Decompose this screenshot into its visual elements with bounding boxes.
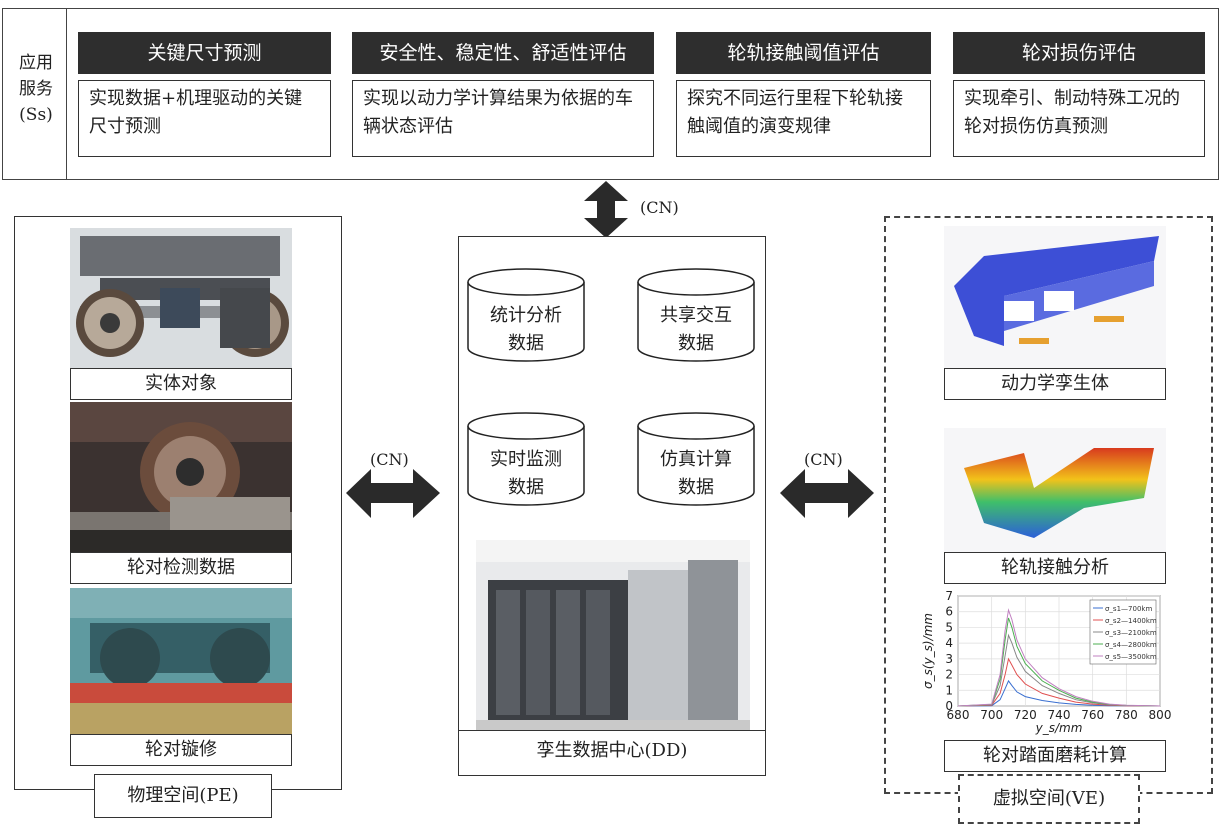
- bogie-photo: [70, 228, 292, 368]
- cylinder-2-line1: 共享交互: [660, 305, 732, 326]
- service-title-4: 轮对损伤评估: [953, 32, 1205, 74]
- service-title-3: 轮轨接触阈值评估: [676, 32, 931, 74]
- cylinder-icon-4: [637, 412, 755, 506]
- series-line-5: [957, 608, 1161, 707]
- cylinder-icon-1: [467, 268, 585, 362]
- datacenter-title: 孪生数据中心(DD): [536, 740, 688, 761]
- cylinder-icon-3: [467, 412, 585, 506]
- physical-space-title: 物理空间(PE): [94, 774, 272, 818]
- virtual-label-2: 轮轨接触分析: [944, 552, 1166, 584]
- physical-label-3: 轮对镟修: [70, 734, 292, 766]
- services-frame: [2, 8, 1219, 180]
- cylinder-4-line1: 仿真计算: [660, 449, 732, 470]
- y-tick-label: 3: [945, 652, 953, 666]
- cylinder-1-line2: 数据: [508, 333, 544, 354]
- x-axis-label: y_s/mm: [1035, 721, 1083, 735]
- legend-label-1: σ_s1—700km: [1105, 605, 1152, 613]
- services-divider: [66, 8, 67, 180]
- server-room-photo: [476, 540, 750, 730]
- physical-label-2: 轮对检测数据: [70, 552, 292, 584]
- service-desc-4: 实现牵引、制动特殊工况的轮对损伤仿真预测: [953, 80, 1205, 157]
- legend-label-3: σ_s3—2100km: [1105, 629, 1157, 637]
- series-line-1: [957, 679, 1161, 707]
- data-cylinders: [467, 268, 755, 506]
- virtual-space-title: 虚拟空间(VE): [958, 774, 1140, 824]
- x-tick-label: 760: [1081, 708, 1104, 722]
- legend-label-5: σ_s5—3500km: [1105, 653, 1157, 661]
- cylinder-3-line1: 实时监测: [490, 449, 562, 470]
- y-tick-label: 7: [945, 590, 953, 603]
- legend-label-4: σ_s4—2800km: [1105, 641, 1157, 649]
- virtual-label-1: 动力学孪生体: [944, 368, 1166, 400]
- x-tick-label: 680: [947, 708, 970, 722]
- service-desc-3: 探究不同运行里程下轮轨接触阈值的演变规律: [676, 80, 931, 157]
- y-tick-label: 2: [945, 668, 953, 682]
- x-tick-label: 780: [1115, 708, 1138, 722]
- cn-label-left: (CN): [370, 450, 409, 469]
- y-axis-label: σ_s(y_s)/mm: [922, 613, 935, 689]
- physical-label-1: 实体对象: [70, 368, 292, 400]
- y-tick-label: 0: [945, 699, 953, 713]
- virtual-label-3: 轮对踏面磨耗计算: [944, 740, 1166, 772]
- legend-label-2: σ_s2—1400km: [1105, 617, 1157, 625]
- service-desc-2: 实现以动力学计算结果为依据的车辆状态评估: [352, 80, 654, 157]
- cylinder-1-line1: 统计分析: [490, 305, 562, 326]
- series-line-2: [957, 657, 1161, 707]
- cn-label-top: (CN): [640, 198, 679, 217]
- left-double-arrow-icon: [346, 469, 440, 518]
- cylinder-3-line2: 数据: [508, 477, 544, 498]
- y-tick-label: 4: [945, 636, 953, 650]
- x-tick-label: 740: [1048, 708, 1071, 722]
- cylinder-label-4: 仿真计算数据: [638, 446, 754, 502]
- y-tick-label: 1: [945, 683, 953, 697]
- service-title-1: 关键尺寸预测: [78, 32, 331, 74]
- right-double-arrow-icon: [780, 469, 874, 518]
- x-tick-label: 800: [1149, 708, 1172, 722]
- y-tick-label: 5: [945, 620, 953, 634]
- cylinder-label-1: 统计分析数据: [468, 302, 584, 358]
- vertical-double-arrow-icon: [584, 181, 628, 238]
- vehicle-model-render: [944, 226, 1166, 368]
- datacenter-divider: [458, 730, 766, 731]
- contact-surface-plot: [944, 428, 1166, 552]
- service-desc-1: 实现数据+机理驱动的关键尺寸预测: [78, 80, 331, 157]
- cylinder-2-line2: 数据: [678, 333, 714, 354]
- cylinder-icon-2: [637, 268, 755, 362]
- x-tick-label: 700: [980, 708, 1003, 722]
- cylinder-label-2: 共享交互数据: [638, 302, 754, 358]
- service-title-2: 安全性、稳定性、舒适性评估: [352, 32, 654, 74]
- wheel-repair-photo: [70, 588, 292, 734]
- wheel-inspection-photo: [70, 402, 292, 552]
- cylinder-label-3: 实时监测数据: [468, 446, 584, 502]
- cylinder-4-line2: 数据: [678, 477, 714, 498]
- services-label: 应用 服务 (Ss): [19, 53, 53, 125]
- y-tick-label: 6: [945, 605, 953, 619]
- cn-label-right: (CN): [804, 450, 843, 469]
- x-tick-label: 720: [1014, 708, 1037, 722]
